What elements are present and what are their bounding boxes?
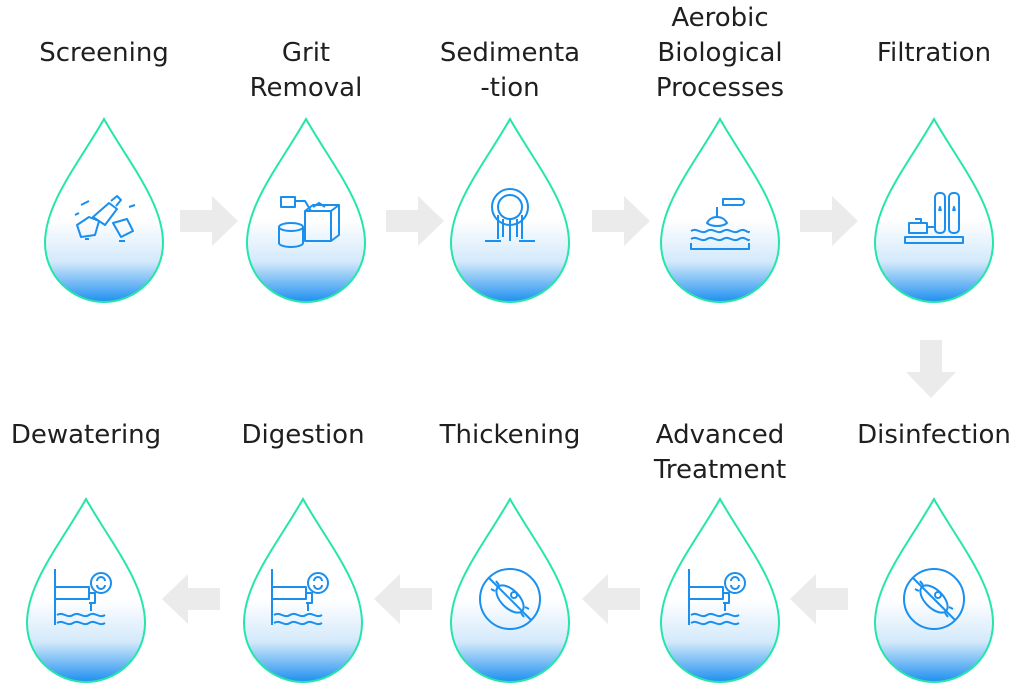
water-drop — [449, 116, 571, 303]
water-drop — [43, 116, 165, 303]
no-bacteria-icon — [479, 568, 541, 630]
step-label: Thickening — [439, 420, 581, 450]
step-label: Disinfection — [857, 420, 1011, 450]
step-label: Sedimenta -tion — [439, 38, 581, 103]
water-drop — [659, 496, 781, 683]
filter-tanks-icon — [904, 192, 964, 244]
outfall-pipe-icon — [485, 188, 535, 242]
pipe-valve-icon — [271, 569, 329, 626]
step-label: Aerobic Biological Processes — [655, 3, 785, 103]
step-label: Dewatering — [10, 420, 162, 450]
no-bacteria-icon — [903, 568, 965, 630]
water-drop — [242, 496, 364, 683]
arrow-left — [374, 574, 432, 624]
arrow-left — [162, 574, 220, 624]
water-drop — [25, 496, 147, 683]
arrow-right — [180, 196, 238, 246]
step-label: Advanced Treatment — [653, 420, 787, 485]
arrow-right — [800, 196, 858, 246]
step-label: Filtration — [876, 38, 992, 68]
pipe-valve-icon — [688, 569, 746, 626]
arrow-right — [592, 196, 650, 246]
arrow-down — [906, 340, 956, 398]
aeration-icon — [690, 198, 750, 250]
water-drop — [873, 116, 995, 303]
step-label: Screening — [39, 38, 169, 68]
plastic-waste-icon — [74, 195, 136, 242]
grit-tank-icon — [278, 196, 340, 248]
step-label: Grit Removal — [249, 38, 363, 103]
water-drop — [873, 496, 995, 683]
water-drop — [449, 496, 571, 683]
arrow-left — [790, 574, 848, 624]
water-drop — [245, 116, 367, 303]
arrow-right — [386, 196, 444, 246]
water-drop — [659, 116, 781, 303]
pipe-valve-icon — [54, 569, 112, 626]
step-label: Digestion — [241, 420, 365, 450]
arrow-left — [582, 574, 640, 624]
